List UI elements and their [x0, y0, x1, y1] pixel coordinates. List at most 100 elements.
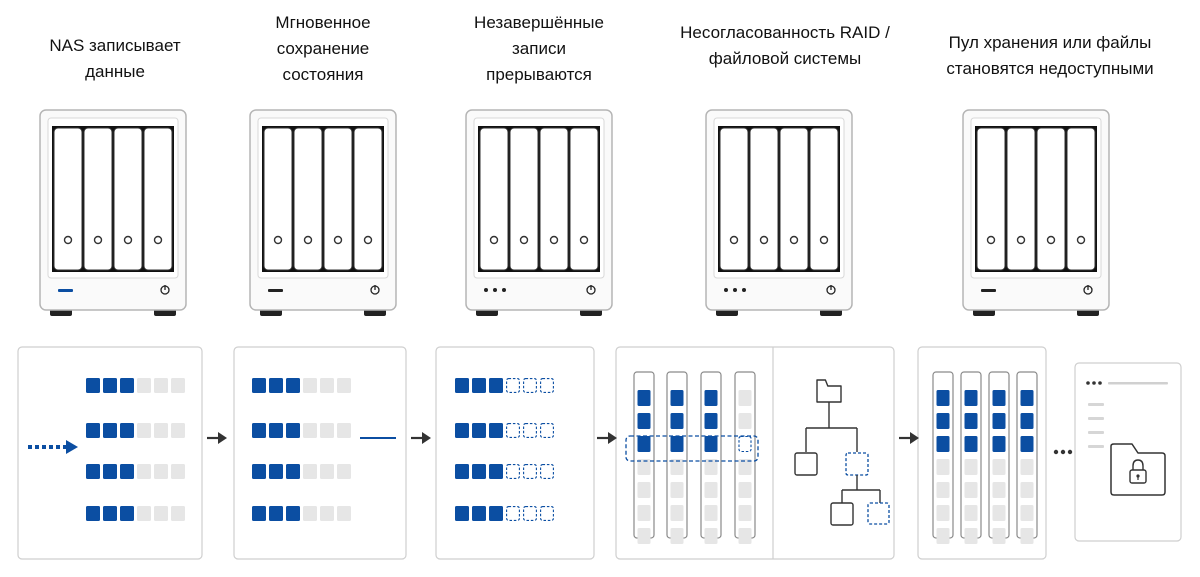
drive-bay-led	[759, 235, 769, 245]
disk-column	[666, 371, 688, 544]
data-block-filled	[120, 464, 134, 479]
tree-node	[794, 452, 818, 476]
data-block-filled	[455, 506, 469, 521]
drive-bay-led	[63, 235, 73, 245]
block-row	[252, 378, 351, 393]
data-block-empty	[154, 423, 168, 438]
data-block-filled	[120, 423, 134, 438]
drive-bay	[539, 127, 569, 271]
data-block-filled	[252, 464, 266, 479]
data-block-empty	[670, 528, 684, 544]
drive-bay	[809, 127, 839, 271]
arrow-right-icon	[597, 432, 617, 444]
status-light	[742, 288, 746, 292]
data-block-filled	[120, 378, 134, 393]
data-block-empty	[1020, 482, 1034, 498]
drive-bay	[779, 127, 809, 271]
folder-icon	[816, 379, 842, 403]
data-block-empty	[738, 528, 752, 544]
power-icon	[826, 285, 836, 295]
data-block-incomplete	[540, 506, 554, 521]
status-light	[733, 288, 737, 292]
window-dot	[1098, 381, 1102, 385]
data-block-empty	[704, 528, 718, 544]
drive-bay-led	[789, 235, 799, 245]
nas-device-icon	[465, 109, 613, 316]
data-block-filled	[286, 423, 300, 438]
data-block-empty	[320, 423, 334, 438]
data-block-filled	[704, 413, 718, 429]
status-light	[981, 289, 996, 292]
window-line	[1088, 403, 1104, 406]
data-block-filled	[637, 390, 651, 406]
status-light	[502, 288, 506, 292]
data-block-filled	[964, 413, 978, 429]
window-dot	[1086, 381, 1090, 385]
block-row	[86, 506, 185, 521]
window-line	[1088, 417, 1104, 420]
nas-device-icon	[249, 109, 397, 316]
data-block-empty	[738, 482, 752, 498]
drive-bay	[263, 127, 293, 271]
filesystem-tree	[794, 402, 890, 526]
nas-device-icon	[39, 109, 187, 316]
disk-column	[960, 371, 982, 544]
drive-bay-led	[729, 235, 739, 245]
block-row	[455, 378, 554, 393]
data-block-empty	[303, 423, 317, 438]
data-block-filled	[964, 390, 978, 406]
stage-title-4: Несогласованность RAID / файловой систем…	[680, 23, 890, 68]
data-block-filled	[455, 378, 469, 393]
data-block-empty	[704, 459, 718, 475]
data-block-empty	[936, 505, 950, 521]
data-block-empty	[936, 528, 950, 544]
data-block-filled	[489, 464, 503, 479]
data-block-empty	[670, 482, 684, 498]
drive-bay	[1006, 127, 1036, 271]
data-block-filled	[472, 464, 486, 479]
data-block-incomplete	[506, 464, 520, 479]
power-icon	[160, 285, 170, 295]
data-block-incomplete	[523, 506, 537, 521]
data-block-empty	[738, 459, 752, 475]
data-block-filled	[455, 423, 469, 438]
power-icon	[1083, 285, 1093, 295]
status-light	[58, 289, 73, 292]
data-block-filled	[704, 390, 718, 406]
data-block-incomplete	[523, 423, 537, 438]
drive-bay	[1066, 127, 1096, 271]
data-block-incomplete	[540, 464, 554, 479]
data-block-empty	[1020, 505, 1034, 521]
disk-column	[700, 371, 722, 544]
data-block-incomplete	[738, 435, 752, 453]
data-block-empty	[171, 506, 185, 521]
data-block-filled	[252, 423, 266, 438]
data-block-empty	[964, 459, 978, 475]
data-block-empty	[704, 505, 718, 521]
data-block-empty	[320, 464, 334, 479]
drive-bay-led	[519, 235, 529, 245]
drive-bay	[353, 127, 383, 271]
data-block-filled	[86, 378, 100, 393]
data-block-empty	[137, 378, 151, 393]
data-block-empty	[303, 506, 317, 521]
block-row	[86, 464, 185, 479]
window-line	[1088, 445, 1104, 448]
nas-device-icon	[705, 109, 853, 316]
locked-window	[1086, 381, 1168, 496]
disk-column	[633, 371, 655, 544]
data-block-filled	[269, 378, 283, 393]
data-block-empty	[738, 505, 752, 521]
data-block-filled	[286, 506, 300, 521]
data-block-filled	[670, 390, 684, 406]
drive-bay	[83, 127, 113, 271]
block-row	[455, 506, 554, 521]
data-block-filled	[103, 464, 117, 479]
drive-bay	[509, 127, 539, 271]
data-block-filled	[252, 506, 266, 521]
data-block-filled	[252, 378, 266, 393]
drive-bay-led	[549, 235, 559, 245]
data-block-filled	[936, 390, 950, 406]
drive-bay-led	[579, 235, 589, 245]
drive-bay	[143, 127, 173, 271]
